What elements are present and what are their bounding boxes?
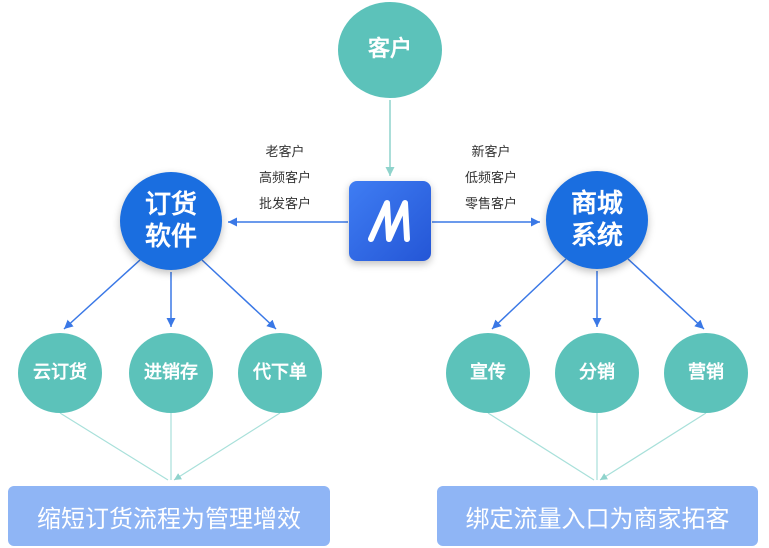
ordering-hub-line1: 订货 bbox=[144, 189, 197, 220]
right-segment-labels: 新客户 低频客户 零售客户 bbox=[446, 140, 536, 218]
segment-label: 高频客户 bbox=[258, 171, 311, 186]
segment-label: 低频客户 bbox=[464, 171, 517, 186]
feature-node-cloud-ordering: 云订货 bbox=[18, 333, 102, 413]
feature-node-distribution: 分销 bbox=[555, 333, 639, 413]
ordering-hub-line2: 软件 bbox=[144, 222, 197, 252]
mall-hub-line2: 系统 bbox=[570, 221, 623, 251]
brand-logo-icon bbox=[349, 181, 431, 261]
edge-ordering-to-proxy bbox=[201, 259, 277, 330]
edge-ordering-to-cloud bbox=[63, 259, 141, 330]
feature-node-inventory: 进销存 bbox=[129, 333, 213, 413]
right-outcome-banner: 绑定流量入口为商家拓客 bbox=[437, 486, 758, 546]
mall-system-node: 商城 系统 bbox=[546, 171, 648, 269]
segment-label: 新客户 bbox=[471, 145, 511, 160]
customer-node: 客户 bbox=[338, 2, 442, 98]
edge-mall-to-marketing bbox=[627, 258, 705, 330]
feature-node-promotion: 宣传 bbox=[446, 333, 530, 413]
segment-label: 批发客户 bbox=[258, 197, 311, 212]
left-segment-labels: 老客户 高频客户 批发客户 bbox=[240, 140, 330, 218]
customer-label: 客户 bbox=[367, 37, 412, 63]
feature-node-proxy-order: 代下单 bbox=[238, 333, 322, 413]
segment-label: 老客户 bbox=[265, 145, 305, 160]
left-outcome-banner: 缩短订货流程为管理增效 bbox=[8, 486, 330, 546]
edge-mall-to-promo bbox=[491, 258, 567, 330]
ordering-software-node: 订货 软件 bbox=[120, 172, 222, 270]
feature-node-marketing: 营销 bbox=[664, 333, 748, 413]
segment-label: 零售客户 bbox=[464, 197, 517, 212]
mall-hub-line1: 商城 bbox=[570, 188, 623, 219]
